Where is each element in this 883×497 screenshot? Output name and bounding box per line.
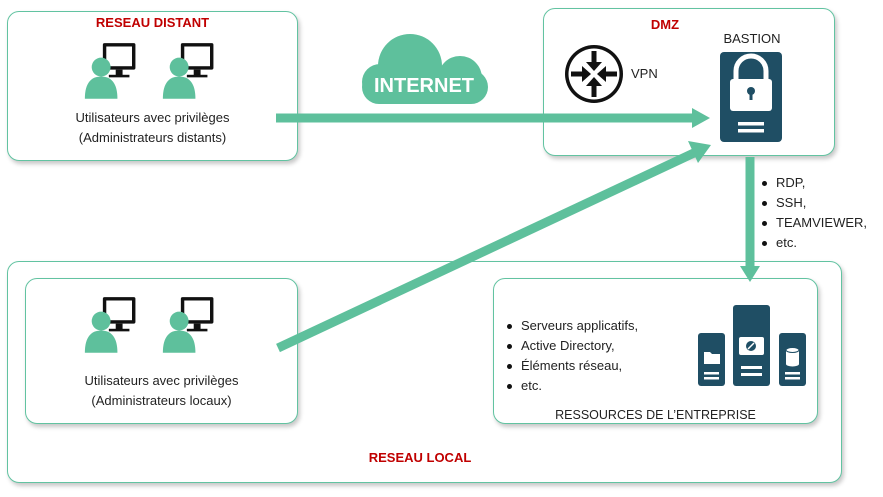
protocol-item: RDP,: [758, 173, 867, 193]
protocol-item: SSH,: [758, 193, 867, 213]
remote-admin-user-icon: [84, 43, 136, 99]
local-link-line: [276, 147, 698, 353]
protocol-item: etc.: [758, 233, 867, 253]
protocol-item: TEAMVIEWER,: [758, 213, 867, 233]
internet-link-arrowhead: [692, 108, 710, 128]
remote-network-zone: [7, 11, 298, 161]
bastion-resources-arrowhead: [740, 266, 760, 282]
cloud-icon: [362, 34, 488, 104]
remote-admin-user-icon: [162, 43, 214, 99]
server-icon: [733, 305, 770, 386]
local-network-title: RESEAU LOCAL: [368, 450, 472, 465]
local-link-arrowhead: [688, 141, 711, 163]
resources-list: Serveurs applicatifs, Active Directory, …: [503, 316, 638, 396]
database-icon: [785, 347, 800, 367]
remote-users-caption-line1: Utilisateurs avec privilèges: [75, 110, 230, 125]
local-users-caption-line2: (Administrateurs locaux): [91, 393, 232, 408]
folder-icon: [704, 352, 720, 364]
protocols-list: RDP, SSH, TEAMVIEWER, etc.: [758, 173, 867, 253]
local-users-caption-line1: Utilisateurs avec privilèges: [84, 373, 239, 388]
resources-list-item: Serveurs applicatifs,: [503, 316, 638, 336]
resources-list-item: etc.: [503, 376, 638, 396]
server-icon: [779, 333, 806, 386]
bastion-label: BASTION: [723, 31, 781, 46]
resources-label: RESSOURCES DE L’ENTREPRISE: [555, 408, 756, 422]
resources-list-item: Active Directory,: [503, 336, 638, 356]
remote-network-title: RESEAU DISTANT: [95, 15, 210, 30]
remote-users-caption: Utilisateurs avec privilèges (Administra…: [7, 108, 298, 148]
remote-users-caption-line2: (Administrateurs distants): [78, 130, 227, 145]
local-users-caption: Utilisateurs avec privilèges (Administra…: [25, 371, 298, 411]
local-admin-user-icon: [162, 297, 214, 353]
resources-list-item: Éléments réseau,: [503, 356, 638, 376]
padlock-icon: [720, 52, 782, 142]
dmz-title: DMZ: [650, 17, 680, 32]
router-icon: [565, 45, 623, 103]
server-icon: [698, 333, 725, 386]
local-users-box: [25, 278, 298, 424]
vpn-label: VPN: [631, 66, 658, 81]
internet-label: INTERNET: [374, 75, 474, 97]
local-admin-user-icon: [84, 297, 136, 353]
